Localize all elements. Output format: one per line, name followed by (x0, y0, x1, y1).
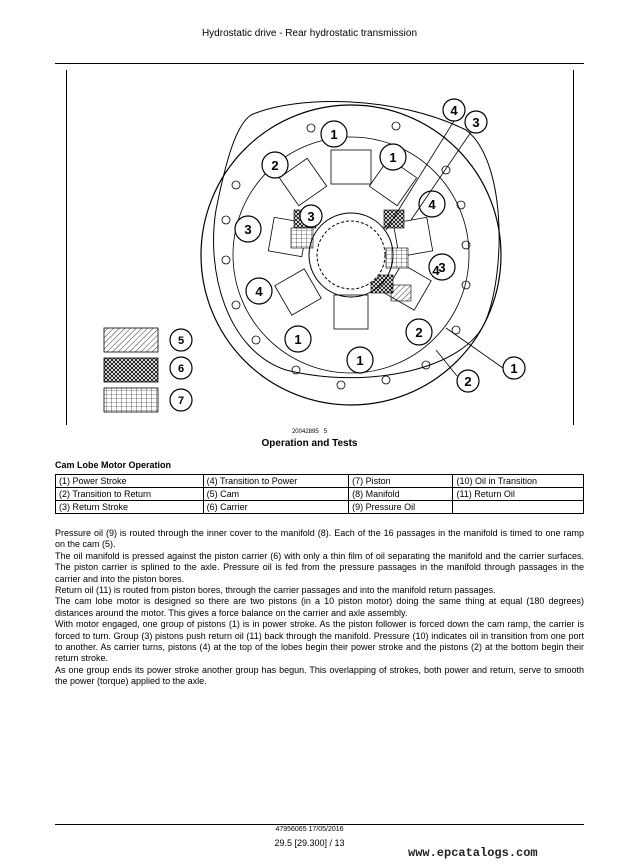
table-cell: (2) Transition to Return (55, 487, 204, 501)
legend-callout: 7 (178, 395, 184, 407)
figure-caption: Operation and Tests (261, 438, 358, 449)
callout-label: 1 (330, 127, 337, 142)
table-row: (1) Power Stroke (4) Transition to Power… (55, 474, 584, 488)
table-row: (2) Transition to Return (5) Cam (8) Man… (55, 487, 584, 501)
paragraph: As one group ends its power stroke anoth… (55, 664, 584, 687)
body-text: Pressure oil (9) is routed through the i… (55, 528, 584, 688)
paragraph: Return oil (11) is routed from piston bo… (55, 585, 496, 596)
callout-label: 1 (294, 332, 301, 347)
swatch-pressure-oil (103, 387, 159, 413)
cam-lobe-motor-diagram: 1 1 1 1 1 2 2 2 3 3 3 3 4 4 4 4 5 6 7 (103, 98, 526, 413)
callout-label: 1 (356, 353, 363, 368)
table-cell: (5) Cam (202, 487, 350, 501)
legend-table: (1) Power Stroke (4) Transition to Power… (55, 474, 584, 514)
callout-label: 2 (464, 374, 471, 389)
page-header-title: Hydrostatic drive - Rear hydrostatic tra… (201, 28, 418, 39)
callout-label: 2 (415, 325, 422, 340)
callout-label: 3 (438, 260, 445, 275)
table-cell: (3) Return Stroke (55, 500, 204, 514)
callout-label: 3 (307, 209, 314, 224)
callout-label: 3 (472, 115, 479, 130)
paragraph: Pressure oil (9) is routed through the i… (55, 528, 584, 550)
legend-callout: 5 (178, 335, 184, 347)
table-cell: (11) Return Oil (452, 487, 584, 501)
table-cell: (1) Power Stroke (55, 474, 204, 488)
figure-frame (66, 70, 574, 425)
swatch-return-oil (103, 327, 159, 353)
axle-spline-outer (308, 212, 394, 298)
callout-label: 1 (389, 150, 396, 165)
cam-outer-ring (200, 104, 502, 406)
callout-label: 4 (428, 197, 436, 212)
figure-id-index: 5 (323, 429, 328, 435)
bolt-holes (221, 121, 471, 390)
section-title: Cam Lobe Motor Operation (55, 460, 172, 470)
footer-doc-ref: 47956065 17/05/2016 (275, 826, 344, 833)
callout-label: 1 (510, 361, 517, 376)
callout-label: 4 (255, 284, 263, 299)
table-cell: (7) Piston (348, 474, 454, 488)
callout-label: 3 (244, 222, 251, 237)
paragraph: The cam lobe motor is designed so there … (55, 596, 584, 618)
table-cell: (4) Transition to Power (202, 474, 350, 488)
watermark-link[interactable]: www.epcatalogs.com (408, 846, 538, 860)
motor-housing (213, 100, 500, 379)
figure-id-number: 20042895 (291, 429, 319, 435)
paragraph: The oil manifold is pressed against the … (55, 550, 584, 584)
callout-label: 4 (432, 263, 440, 278)
table-cell: (8) Manifold (348, 487, 454, 501)
callout-label: 4 (450, 103, 458, 118)
footer-divider (55, 824, 584, 825)
footer-page-number: 29.5 [29.300] / 13 (274, 838, 345, 848)
figure-id: 20042895 5 (0, 429, 619, 435)
cam-inner-ring (232, 136, 470, 374)
paragraph: With motor engaged, one group of pistons… (55, 619, 584, 664)
table-cell (452, 500, 584, 514)
callout-label: 2 (271, 158, 278, 173)
table-cell: (10) Oil in Transition (452, 474, 584, 488)
legend-callout: 6 (178, 363, 184, 375)
table-row: (3) Return Stroke (6) Carrier (9) Pressu… (55, 500, 584, 514)
table-cell: (9) Pressure Oil (348, 500, 454, 514)
swatch-oil-in-transition (103, 357, 159, 383)
header-divider (55, 63, 584, 64)
axle-spline-inner (316, 220, 386, 290)
table-cell: (6) Carrier (202, 500, 350, 514)
